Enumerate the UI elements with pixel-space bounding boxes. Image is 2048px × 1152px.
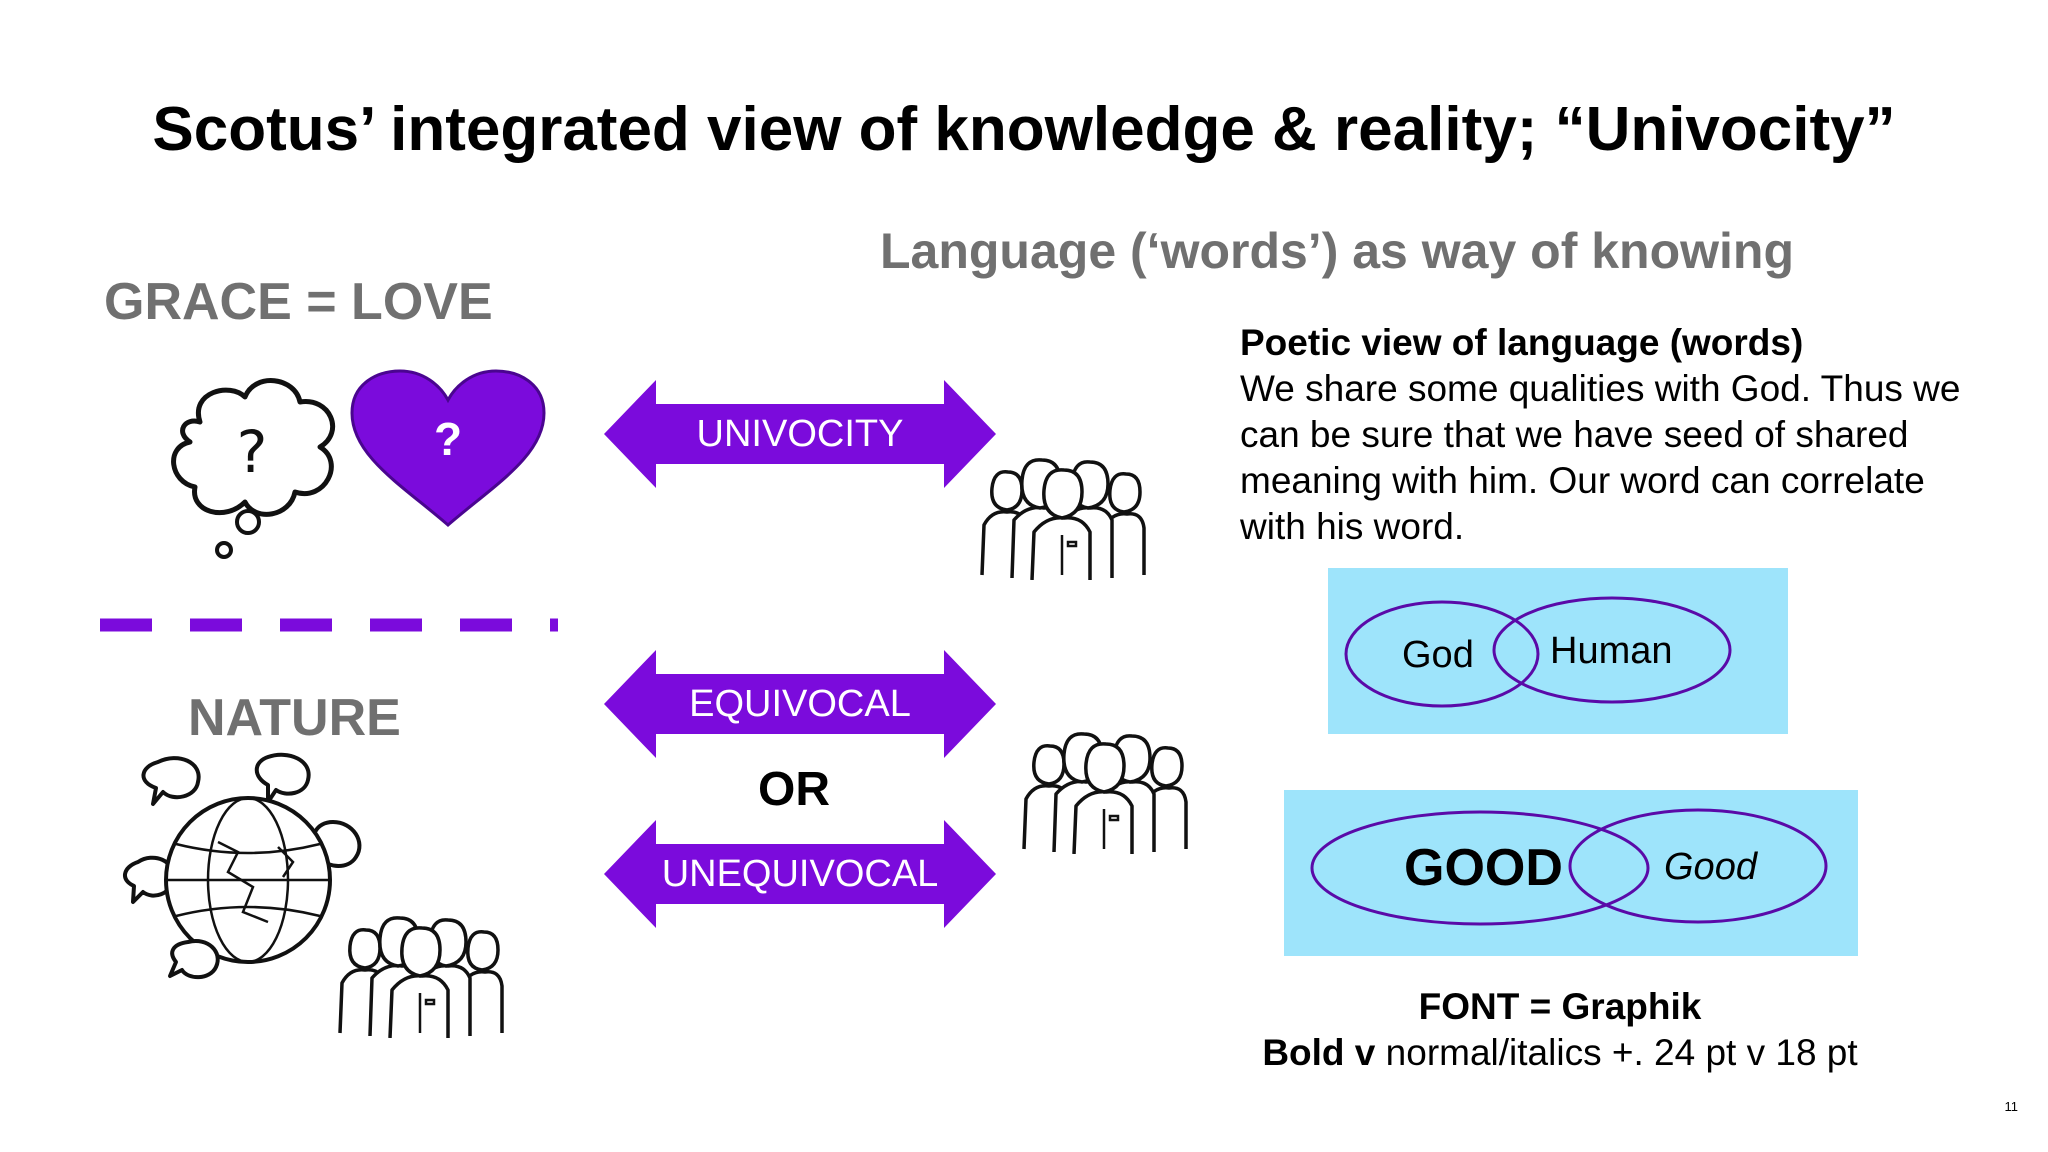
heart-icon: ? bbox=[348, 368, 548, 528]
slide-title: Scotus’ integrated view of knowledge & r… bbox=[152, 95, 1896, 164]
people-group-icon bbox=[972, 450, 1152, 581]
equivocal-label: EQUIVOCAL bbox=[689, 683, 911, 725]
venn-good-good: GOOD Good bbox=[1284, 790, 1858, 956]
font-note-line1: FONT = Graphik bbox=[1418, 986, 1702, 1027]
equivocal-arrow: EQUIVOCAL bbox=[604, 650, 996, 758]
font-note-bold: Bold v bbox=[1262, 1032, 1376, 1073]
univocity-label: UNIVOCITY bbox=[696, 413, 904, 455]
globe-speech-icon bbox=[118, 752, 378, 982]
unequivocal-label: UNEQUIVOCAL bbox=[661, 853, 939, 895]
venn-god-label: God bbox=[1402, 634, 1474, 676]
svg-text:?: ? bbox=[237, 418, 268, 486]
poetic-heading: Poetic view of language (words) bbox=[1240, 322, 1804, 363]
venn-good-bold-label: GOOD bbox=[1404, 839, 1563, 897]
venn-human-label: Human bbox=[1550, 630, 1673, 672]
grace-heading: GRACE = LOVE bbox=[104, 273, 493, 331]
subtitle: Language (‘words’) as way of knowing bbox=[880, 223, 1794, 279]
heart-question-mark: ? bbox=[433, 413, 463, 465]
venn-good-italic-label: Good bbox=[1664, 846, 1757, 888]
poetic-view-text: Poetic view of language (words) We share… bbox=[1240, 320, 2000, 550]
univocity-arrow: UNIVOCITY bbox=[604, 380, 996, 488]
or-label: OR bbox=[758, 763, 830, 816]
thought-cloud-icon: ? bbox=[160, 362, 350, 562]
people-group-icon bbox=[1014, 724, 1194, 855]
page-number: 11 bbox=[2004, 1099, 2019, 1114]
font-note: FONT = Graphik Bold v normal/italics +. … bbox=[1180, 984, 1940, 1076]
unequivocal-arrow: UNEQUIVOCAL bbox=[604, 820, 996, 928]
people-group-icon bbox=[330, 908, 510, 1039]
poetic-body: We share some qualities with God. Thus w… bbox=[1240, 368, 1961, 547]
venn-god-human: God Human bbox=[1328, 568, 1788, 734]
grace-nature-divider bbox=[100, 618, 560, 632]
nature-heading: NATURE bbox=[188, 689, 401, 747]
font-note-rest: normal/italics +. 24 pt v 18 pt bbox=[1375, 1032, 1858, 1073]
